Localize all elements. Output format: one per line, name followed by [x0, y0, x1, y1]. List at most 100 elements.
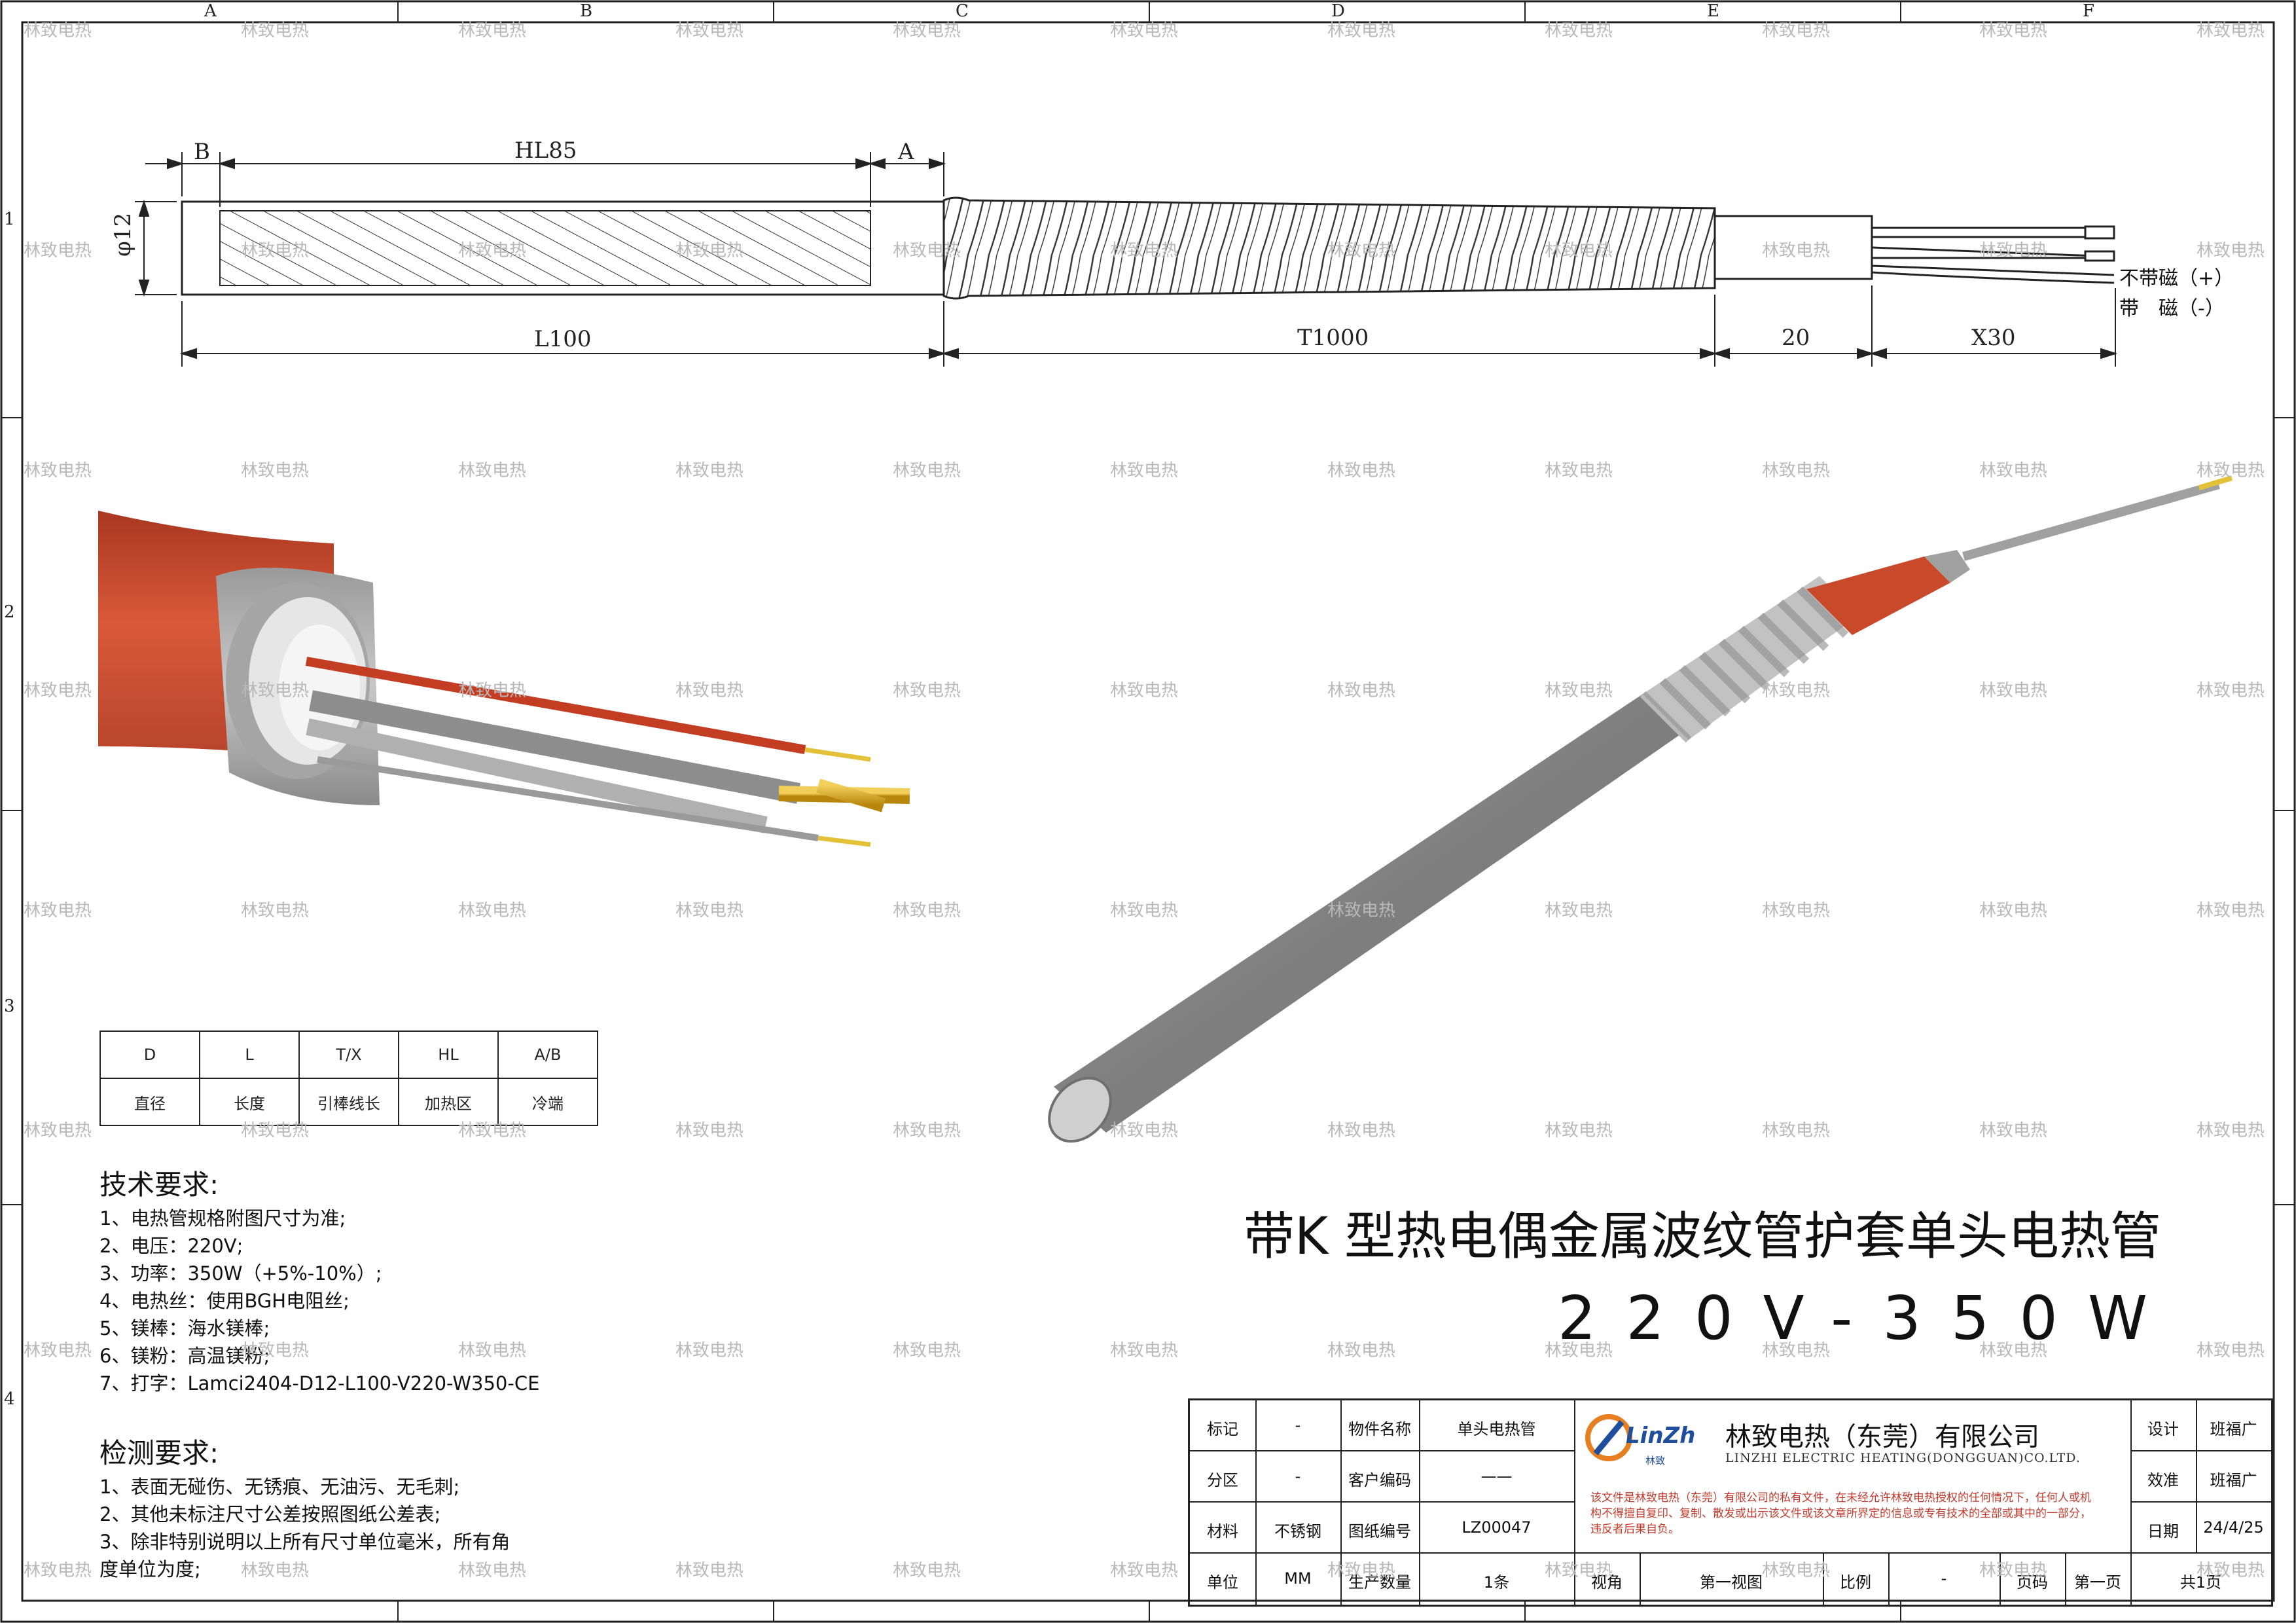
watermark-text: 林致电热: [1762, 681, 1831, 701]
watermark-text: 林致电热: [24, 1561, 92, 1580]
drawing-no-label: 图纸编号: [1348, 1522, 1411, 1541]
watermark-text: 林致电热: [675, 241, 744, 261]
tech-requirement-line: 4、电热丝：使用BGH电阻丝;: [99, 1290, 350, 1312]
watermark-text: 林致电热: [2197, 901, 2265, 921]
inspection-requirement-line: 3、除非特别说明以上所有尺寸单位毫米，所有角: [99, 1531, 511, 1553]
dim-b-label: B: [194, 139, 210, 165]
watermark-text: 林致电热: [1545, 21, 1613, 41]
watermark-text: 林致电热: [24, 461, 92, 481]
design-value: 班福广: [2210, 1420, 2257, 1438]
watermark-text: 林致电热: [893, 461, 961, 481]
watermark-text: 林致电热: [1110, 461, 1179, 481]
watermark-text: 林致电热: [1979, 1341, 2048, 1360]
watermark-text: 林致电热: [1110, 1561, 1179, 1580]
watermark-text: 林致电热: [1545, 901, 1613, 921]
legend-code: D: [99, 1030, 200, 1079]
watermark-text: 林致电热: [675, 1341, 744, 1360]
watermark-text: 林致电热: [675, 681, 744, 701]
watermark-text: 林致电热: [24, 241, 92, 261]
mark-label: 标记: [1207, 1420, 1238, 1438]
legend-code: HL: [398, 1030, 499, 1079]
view-value: 第一视图: [1700, 1573, 1763, 1592]
watermark-text: 林致电热: [24, 1341, 92, 1360]
inspection-requirement-line: 1、表面无碰伤、无锈痕、无油污、无毛刺;: [99, 1476, 460, 1498]
watermark-text: 林致电热: [1327, 901, 1396, 921]
drawing-no-value: LZ00047: [1462, 1518, 1532, 1537]
company-name-cn: 林致电热（东莞）有限公司: [1725, 1422, 2039, 1452]
watermark-text: 林致电热: [241, 681, 310, 701]
confidentiality-notice: 该文件是林致电热（东莞）有限公司的私有文件，在未经允许林致电热授权的任何情况下，…: [1590, 1491, 2091, 1536]
grid-col-a: A: [204, 1, 217, 21]
watermark-text: 林致电热: [1110, 1341, 1179, 1360]
watermark-text: 林致电热: [1762, 901, 1831, 921]
date-value: 24/4/25: [2203, 1518, 2264, 1537]
watermark-text: 林致电热: [458, 21, 527, 41]
grid-col-e: E: [1707, 1, 1719, 21]
watermark-text: 林致电热: [1979, 461, 2048, 481]
watermark-text: 林致电热: [2197, 21, 2265, 41]
watermark-text: 林致电热: [1327, 21, 1396, 41]
watermark-text: 林致电热: [2197, 461, 2265, 481]
watermark-text: 林致电热: [893, 1341, 961, 1360]
watermark-text: 林致电热: [1979, 1561, 2048, 1580]
watermark-text: 林致电热: [893, 241, 961, 261]
quantity-label: 生产数量: [1348, 1573, 1411, 1592]
watermark-text: 林致电热: [675, 901, 744, 921]
linzhi-logo-icon: LinZhi 林致: [1585, 1414, 1695, 1467]
unit-value: MM: [1284, 1569, 1312, 1588]
page-value: 第一页: [2074, 1573, 2121, 1592]
watermark-text: 林致电热: [2197, 1561, 2265, 1580]
watermark-text: 林致电热: [1545, 241, 1613, 261]
watermark-text: 林致电热: [1327, 1561, 1396, 1580]
watermark-text: 林致电热: [241, 901, 310, 921]
legend-name: 引棒线长: [298, 1078, 399, 1126]
part-name-label: 物件名称: [1348, 1420, 1411, 1438]
inspection-requirements-title: 检测要求:: [99, 1437, 219, 1469]
watermark-text: 林致电热: [675, 1121, 744, 1140]
watermark-text: 林致电热: [458, 681, 527, 701]
watermark-text: 林致电热: [241, 461, 310, 481]
zone-label: 分区: [1207, 1471, 1238, 1489]
watermark-text: 林致电热: [1979, 1121, 2048, 1140]
wire-label-magnet: 带 磁（-）: [2119, 297, 2225, 320]
watermark-text: 林致电热: [241, 1121, 310, 1140]
watermark-text: 林致电热: [1979, 21, 2048, 41]
grid-col-c: C: [956, 1, 969, 21]
legend-code: T/X: [298, 1030, 399, 1079]
watermark-text: 林致电热: [1762, 1121, 1831, 1140]
material-label: 材料: [1207, 1522, 1238, 1541]
heater-side-view: [135, 152, 2118, 367]
watermark-text: 林致电热: [458, 1561, 527, 1580]
watermark-text: 林致电热: [24, 21, 92, 41]
grid-col-b: B: [580, 1, 593, 21]
watermark-text: 林致电热: [2197, 681, 2265, 701]
scale-label: 比例: [1840, 1573, 1871, 1592]
product-spec: 220V-350W: [1558, 1283, 2178, 1353]
watermark-text: 林致电热: [1762, 241, 1831, 261]
watermark-text: 林致电热: [24, 681, 92, 701]
watermark-text: 林致电热: [893, 681, 961, 701]
watermark-text: 林致电热: [1545, 1561, 1613, 1580]
tube-isometric-render: [1048, 475, 2233, 1143]
watermark-text: 林致电热: [893, 21, 961, 41]
grid-row-3: 3: [4, 996, 15, 1016]
check-value: 班福广: [2210, 1471, 2257, 1489]
legend-name: 长度: [199, 1078, 300, 1126]
dim-a-label: A: [898, 139, 914, 165]
mark-value: -: [1295, 1416, 1301, 1434]
watermark-text: 林致电热: [1762, 1561, 1831, 1580]
view-label: 视角: [1591, 1573, 1623, 1592]
watermark-text: 林致电热: [893, 1561, 961, 1580]
tech-requirement-line: 6、镁粉：高温镁粉;: [99, 1345, 270, 1367]
design-label: 设计: [2147, 1420, 2179, 1438]
legend-name: 直径: [99, 1078, 200, 1126]
tech-requirement-line: 3、功率：350W（+5%-10%）;: [99, 1262, 382, 1285]
watermark-text: 林致电热: [675, 461, 744, 481]
material-value: 不锈钢: [1274, 1522, 1321, 1541]
dim-l-label: L100: [534, 326, 592, 352]
watermark-text: 林致电热: [1327, 1341, 1396, 1360]
logo-brand-text: LinZhi: [1626, 1423, 1695, 1449]
watermark-text: 林致电热: [1545, 1121, 1613, 1140]
watermark-text: 林致电热: [2197, 1341, 2265, 1360]
